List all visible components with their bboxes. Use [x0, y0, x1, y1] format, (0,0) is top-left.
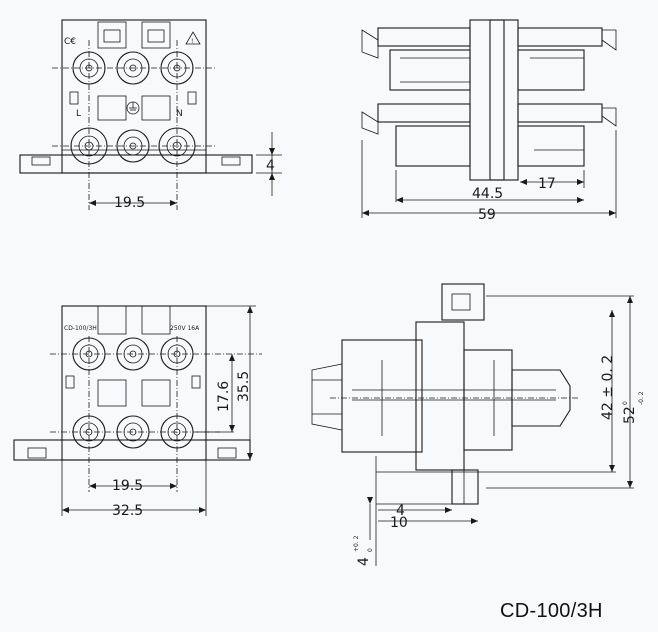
bottom-left-front-view: CD-100/3H 250V 16A 17.6 35.5 19.5 [13, 305, 262, 519]
dim-4v-tol-upper: +0. 2 [353, 535, 360, 552]
dim-42: 42 ± 0. 2 [600, 355, 616, 420]
dim-bottom-left-32-5: 32.5 [112, 503, 143, 519]
dim-52-tol-lower: -0. 2 [638, 391, 645, 405]
label-rating: 250V 16A [170, 325, 200, 332]
warning-mark: ! [191, 38, 193, 45]
dim-4: 4 [396, 503, 405, 519]
bottom-right-top-view: 42 ± 0. 2 52 0 -0. 2 4 10 4 +0. 2 0 [311, 283, 645, 566]
dim-52: 52 [622, 406, 638, 424]
dim-10: 10 [390, 515, 408, 531]
ce-mark: C€ [64, 37, 76, 47]
label-model: CD-100/3H [64, 325, 97, 332]
warning-icon [185, 31, 201, 45]
dim-top-left-pitch: 19.5 [114, 195, 145, 211]
dim-top-right-59: 59 [478, 207, 496, 223]
ground-icon [126, 101, 140, 115]
dim-bottom-left-19-5: 19.5 [112, 478, 143, 494]
dim-top-left-height: 4 [266, 158, 275, 174]
live-mark: L [76, 109, 81, 119]
dim-bottom-left-17-6: 17.6 [216, 381, 232, 412]
dim-52-tol-upper: 0 [622, 401, 629, 405]
dim-bottom-left-35-5: 35.5 [236, 371, 252, 402]
dim-top-right-44-5: 44.5 [472, 186, 503, 202]
dim-top-right-17: 17 [538, 176, 556, 192]
dim-4v-tol-lower: 0 [367, 548, 374, 552]
model-number: CD-100/3H [500, 600, 603, 622]
top-right-side-view: 17 44.5 59 [361, 19, 617, 223]
dim-4-vertical: 4 [356, 557, 372, 566]
top-left-front-view: C€ ! L N 19.5 4 [19, 19, 282, 211]
neutral-mark: N [176, 109, 183, 119]
